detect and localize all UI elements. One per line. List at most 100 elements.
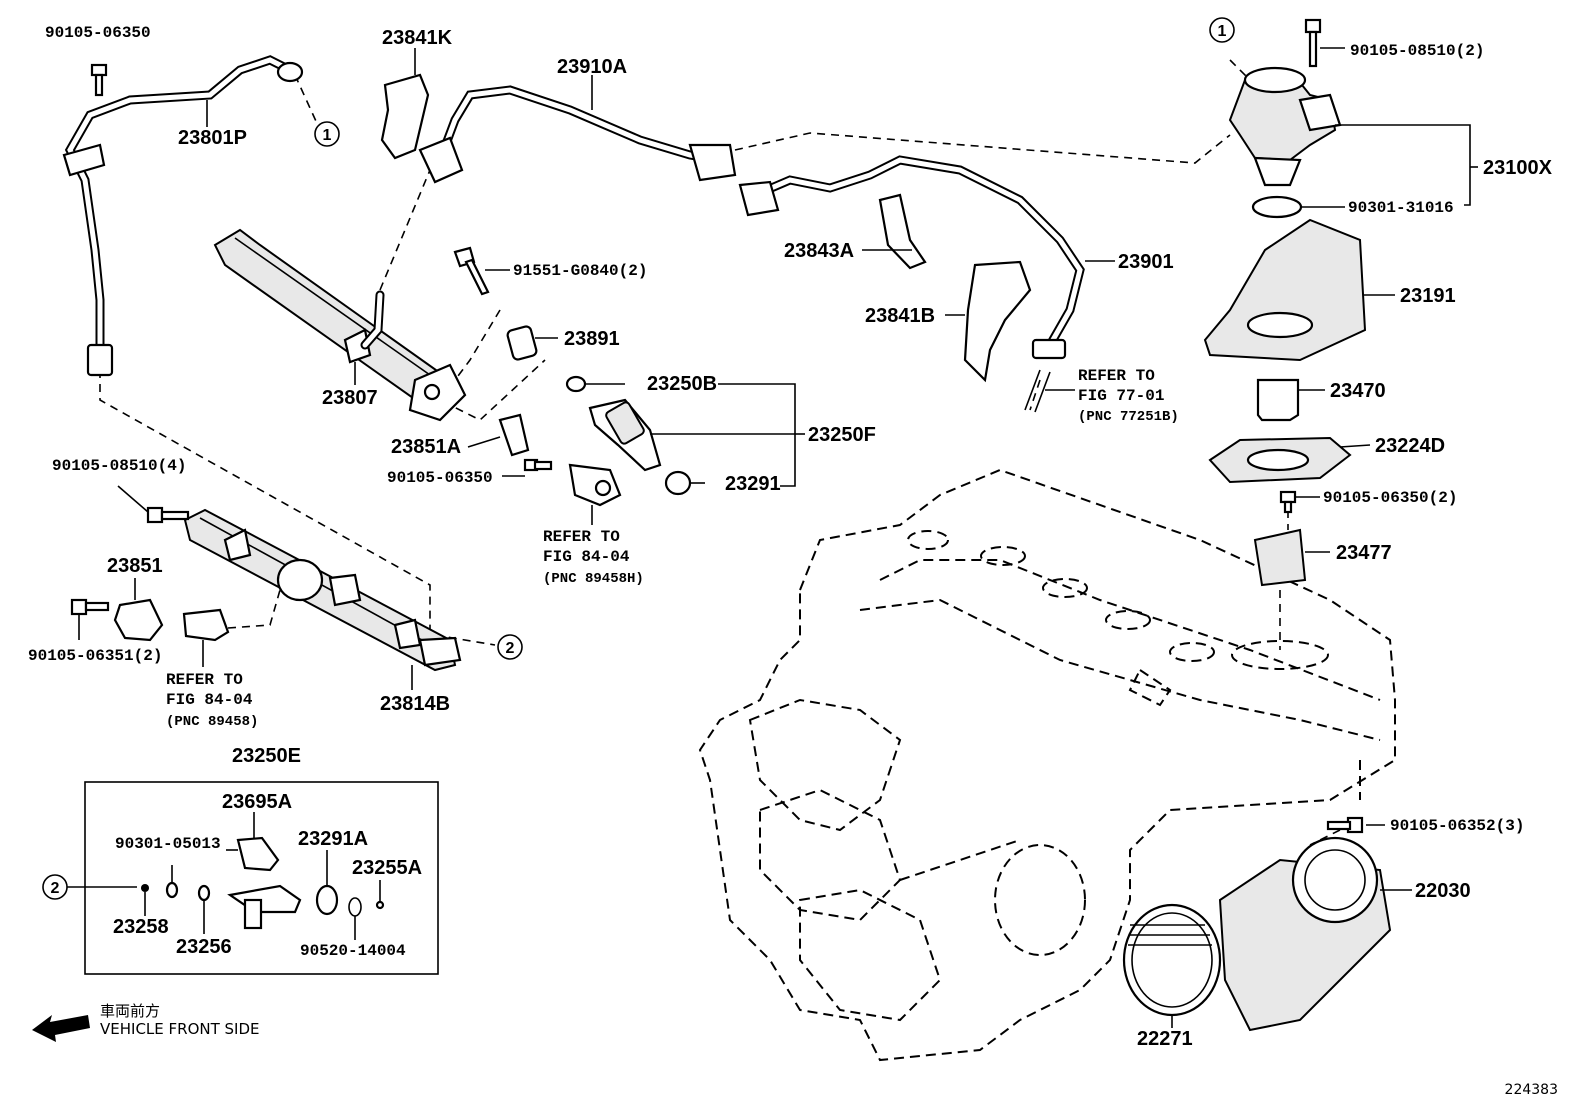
label-23250F: 23250F (808, 424, 876, 446)
bracket-23191 (1203, 218, 1367, 362)
bolt-91551-G0840 (453, 246, 490, 296)
oring-23250B (565, 375, 587, 393)
bolt-90105-06352-3 (1326, 816, 1364, 834)
clip-23851A (498, 413, 530, 457)
label-23291: 23291 (725, 473, 781, 495)
label-23291A: 23291A (298, 828, 368, 850)
label-22271: 22271 (1137, 1028, 1193, 1050)
svg-text:FIG 84-04: FIG 84-04 (543, 548, 630, 566)
engine-outline (698, 468, 1396, 1062)
oring-90301-31016 (1251, 195, 1303, 219)
label-23100X: 23100X (1483, 157, 1553, 179)
circle-marker-2-kit: 2 (42, 874, 68, 900)
bolt-90105-06350-top (90, 63, 108, 97)
circle-marker-2-right: 2 (497, 634, 523, 660)
svg-text:1: 1 (323, 127, 332, 144)
svg-text:REFER TO: REFER TO (543, 528, 620, 546)
label-23807: 23807 (322, 387, 378, 409)
label-23256: 23256 (176, 936, 232, 958)
pipe-stub (1024, 369, 1051, 413)
hose-23910A (418, 85, 737, 184)
fuel-pipe-23801P (62, 55, 304, 377)
label-23891: 23891 (564, 328, 620, 350)
clamp-23841B (963, 260, 1032, 383)
label-23224D: 23224D (1375, 435, 1445, 457)
circle-marker-1-top-right: 1 (1209, 17, 1235, 43)
label-23250B: 23250B (647, 373, 717, 395)
svg-text:FIG 77-01: FIG 77-01 (1078, 387, 1164, 405)
spacer-23851 (113, 598, 164, 642)
label-23255A: 23255A (352, 857, 422, 879)
housing-23477 (1253, 528, 1307, 587)
label-23695A: 23695A (222, 791, 292, 813)
label-23470: 23470 (1330, 380, 1386, 402)
leader-lines (67, 47, 1478, 1028)
label-90301-05013: 90301-05013 (115, 835, 221, 853)
label-23901: 23901 (1118, 251, 1174, 273)
label-23801P: 23801P (178, 127, 247, 149)
bolt-90105-06350-mid (523, 458, 553, 472)
label-90105-06352-3: 90105-06352(3) (1390, 817, 1524, 835)
diagram-id: 224383 (1505, 1082, 1558, 1098)
sensor-89458 (182, 608, 230, 642)
injector-23250F (588, 398, 662, 472)
collar-23891 (506, 325, 538, 361)
svg-text:2: 2 (506, 640, 515, 657)
direction-english: VEHICLE FRONT SIDE (100, 1020, 260, 1038)
ref-fig-84-04-mid: REFER TO FIG 84-04 (PNC 89458H) (543, 528, 644, 587)
label-23477: 23477 (1336, 542, 1392, 564)
label-23814B: 23814B (380, 693, 450, 715)
label-23843A: 23843A (784, 240, 854, 262)
label-91551-G0840-2: 91551-G0840(2) (513, 262, 647, 280)
label-23910A: 23910A (557, 56, 627, 78)
arrow-left-icon (32, 1015, 90, 1042)
clamp-23841K (380, 73, 430, 160)
label-90105-06351-2: 90105-06351(2) (28, 647, 162, 665)
label-90105-06350-2: 90105-06350(2) (1323, 489, 1457, 507)
ring-23291 (664, 470, 692, 496)
svg-text:1: 1 (1218, 23, 1227, 40)
kit-parts (141, 836, 385, 930)
vehicle-front-indicator: 車両前方 VEHICLE FRONT SIDE (32, 1002, 260, 1042)
svg-text:REFER TO: REFER TO (166, 671, 243, 689)
label-23250E: 23250E (232, 745, 301, 767)
label-23191: 23191 (1400, 285, 1456, 307)
svg-text:FIG 84-04: FIG 84-04 (166, 691, 253, 709)
circle-marker-1-top-left: 1 (314, 121, 340, 147)
gasket-23224D (1208, 436, 1352, 484)
hose-23901 (738, 155, 1085, 360)
label-90301-31016: 90301-31016 (1348, 199, 1454, 217)
delivery-pipe-23807 (213, 228, 467, 422)
bolt-90105-08510-2 (1304, 18, 1322, 68)
dashed-connectors (99, 59, 1341, 846)
pump-23100X (1228, 66, 1342, 187)
kit-box-23250E (84, 781, 439, 975)
delivery-pipe-23814B (183, 508, 462, 672)
label-90105-06350-top: 90105-06350 (45, 24, 151, 42)
svg-text:(PNC 89458H): (PNC 89458H) (543, 571, 644, 587)
label-23841K: 23841K (382, 27, 453, 49)
gasket-22271 (1122, 903, 1222, 1017)
label-23851A: 23851A (391, 436, 461, 458)
sensor-89458H (568, 463, 622, 507)
label-90105-08510-4: 90105-08510(4) (52, 457, 186, 475)
label-90105-08510-2: 90105-08510(2) (1350, 42, 1484, 60)
label-23258: 23258 (113, 916, 169, 938)
throttle-body-22030 (1218, 836, 1392, 1032)
label-90105-06350-mid: 90105-06350 (387, 469, 493, 487)
svg-text:2: 2 (51, 880, 60, 897)
svg-text:(PNC 77251B): (PNC 77251B) (1078, 409, 1179, 425)
label-23841B: 23841B (865, 305, 935, 327)
clip-23843A (878, 193, 927, 270)
svg-text:(PNC 89458): (PNC 89458) (166, 714, 258, 730)
bolt-90105-06350-2 (1279, 490, 1297, 514)
label-90520-14004: 90520-14004 (300, 942, 406, 960)
label-22030: 22030 (1415, 880, 1471, 902)
ref-fig-77-01: REFER TO FIG 77-01 (PNC 77251B) (1078, 367, 1179, 425)
label-23851: 23851 (107, 555, 163, 577)
direction-japanese: 車両前方 (100, 1002, 160, 1020)
ref-fig-84-04-left: REFER TO FIG 84-04 (PNC 89458) (166, 671, 258, 730)
lifter-23470 (1256, 378, 1300, 422)
svg-text:REFER TO: REFER TO (1078, 367, 1155, 385)
